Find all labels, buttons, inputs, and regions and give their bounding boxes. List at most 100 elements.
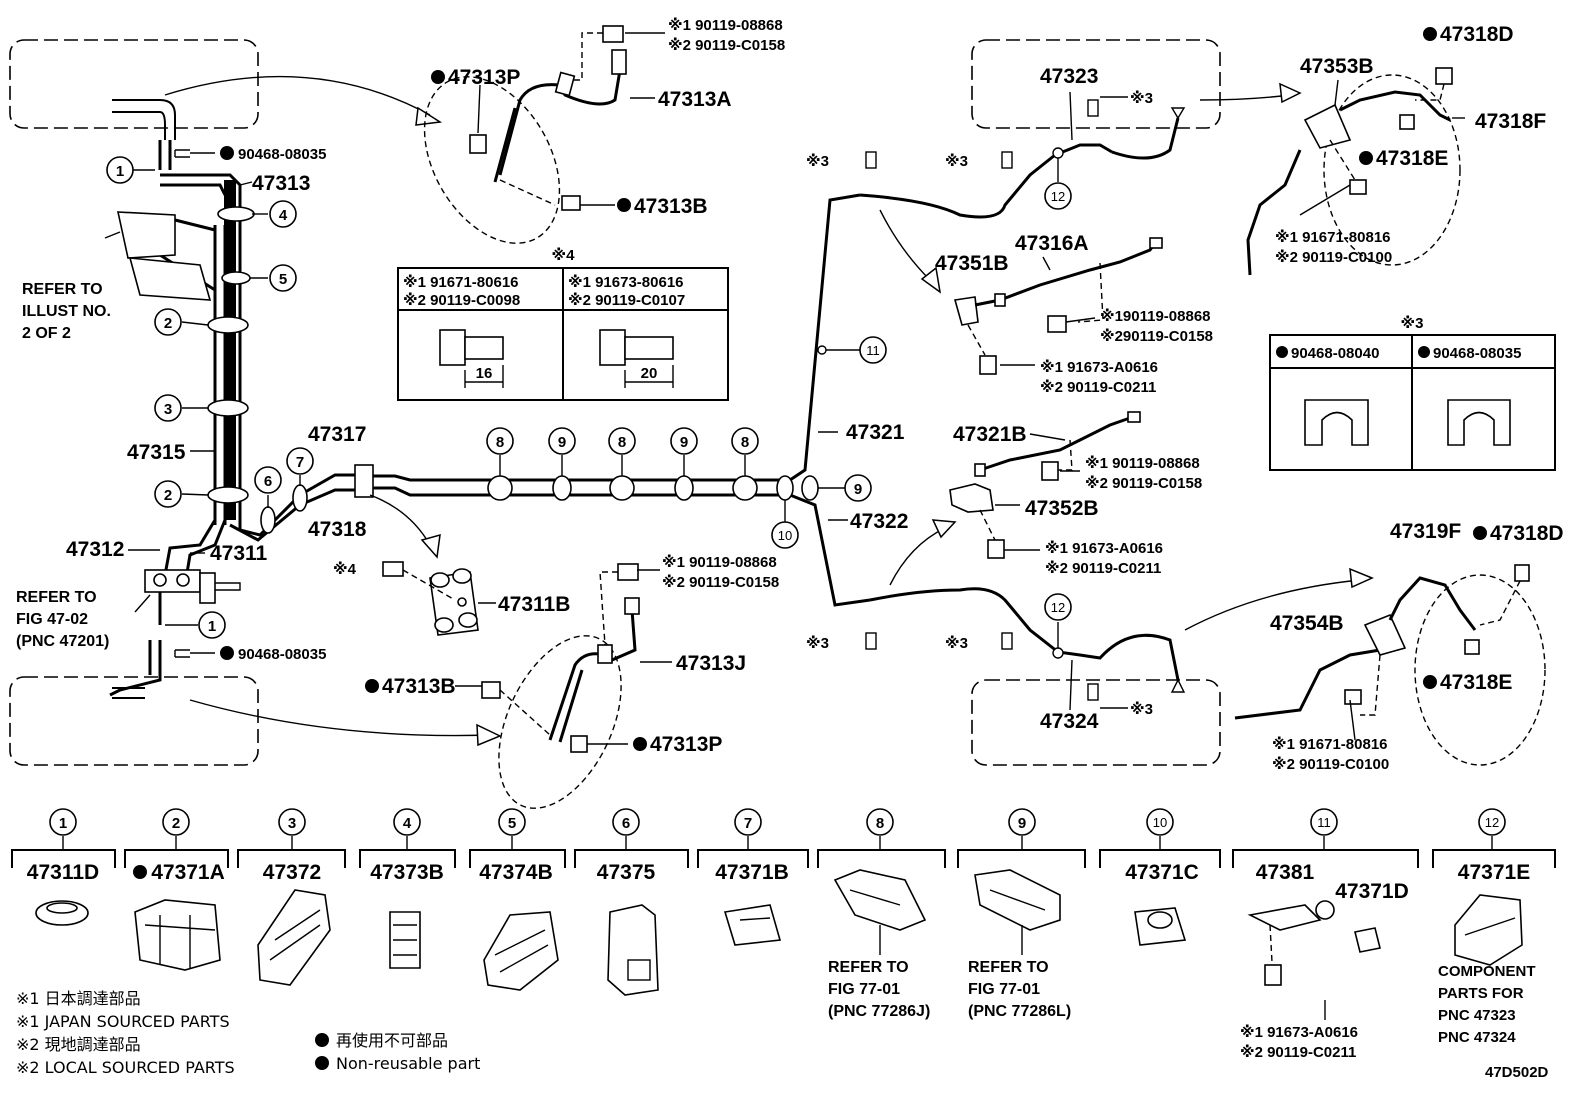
label-47321B: 47321B — [953, 423, 1027, 446]
table-x4-dim1: 16 — [476, 365, 493, 382]
note-top-bolt-1: ※1 90119-08868 — [668, 16, 783, 34]
note-tr-2: ※2 90119-C0100 — [1275, 248, 1392, 266]
front-caliper-detail-ring — [423, 76, 561, 244]
label-90468-top: 90468-08035 — [238, 146, 326, 163]
label-47313A: 47313A — [658, 88, 732, 111]
table-x4-c2r1: ※1 91673-80616 — [568, 273, 684, 291]
label-47351B: 47351B — [935, 252, 1009, 275]
rear-right-caliper-ring — [1414, 574, 1546, 766]
label-47311: 47311 — [210, 542, 268, 565]
note-47381-2: ※2 90119-C0211 — [1240, 1043, 1356, 1061]
front-right-caliper-ring — [1323, 74, 1461, 266]
front-left-wheel-frame — [9, 39, 259, 129]
bracket-47352B — [949, 483, 994, 513]
table-x4-title: ※4 — [552, 246, 576, 264]
svg-text:6: 6 — [264, 473, 272, 490]
clip-9-refer-2: FIG 77-01 — [968, 981, 1040, 998]
svg-text:12: 12 — [1485, 815, 1499, 830]
svg-text:10: 10 — [778, 528, 792, 543]
clip-row — [11, 836, 1556, 1020]
clip-7-label: 47371B — [715, 861, 789, 884]
clip-11-label: 47381 — [1256, 861, 1315, 884]
legend-1: ※1 日本調達部品 — [16, 989, 141, 1008]
bolt-47313B-bot — [481, 681, 501, 699]
rear-left-wheel-frame — [9, 676, 259, 766]
table-x4-dim2: 20 — [641, 365, 658, 382]
svg-text:1: 1 — [116, 163, 124, 180]
svg-text:3: 3 — [164, 401, 172, 418]
label-47318D-bot: 47318D — [1490, 522, 1564, 545]
component-note-4: PNC 47324 — [1438, 1029, 1516, 1046]
clip-90468-bot — [174, 649, 190, 658]
tube-47323 — [859, 143, 1113, 219]
svg-text:7: 7 — [296, 454, 304, 471]
svg-text:5: 5 — [279, 271, 287, 288]
bracket-47351B — [953, 296, 979, 326]
svg-text:1: 1 — [59, 815, 67, 832]
svg-text:6: 6 — [622, 815, 630, 832]
label-47311B: 47311B — [498, 593, 570, 616]
rear-right-wheel-frame — [971, 679, 1221, 766]
clip-8-icon — [833, 869, 927, 931]
label-47313: 47313 — [252, 172, 310, 195]
note-refer-fig-2: FIG 47-02 — [16, 611, 88, 628]
legend-nonreuse-en: Non-reusable part — [336, 1054, 480, 1073]
clip-9-refer-3: (PNC 77286L) — [968, 1003, 1071, 1020]
table-x4-c1r2: ※2 90119-C0098 — [403, 291, 520, 309]
clip-47313P-bot — [570, 735, 588, 753]
clip-47371D-icon — [1354, 927, 1381, 953]
clip-2a — [207, 316, 249, 334]
table-x3-c1: 90468-08040 — [1291, 345, 1379, 362]
note-refer-illust-1: REFER TO — [22, 281, 103, 298]
clip-8a — [487, 475, 513, 501]
bolt-icon-16 — [439, 329, 466, 366]
svg-text:3: 3 — [288, 815, 296, 832]
clip-8-refer-2: FIG 77-01 — [828, 981, 900, 998]
note-mid-bolt-2: ※2 90119-C0158 — [662, 573, 779, 591]
note-x3-e: ※3 — [1130, 89, 1153, 107]
label-47324: 47324 — [1040, 710, 1099, 733]
svg-text:5: 5 — [508, 815, 516, 832]
note-x3-d: ※3 — [945, 634, 968, 652]
label-90468-bot: 90468-08035 — [238, 646, 326, 663]
clip-10-label: 47371C — [1125, 861, 1199, 884]
svg-text:1: 1 — [208, 618, 216, 635]
svg-text:9: 9 — [854, 481, 862, 498]
clip-8-refer-3: (PNC 77286J) — [828, 1003, 930, 1020]
tube-47321 — [789, 193, 861, 482]
clip-x3-a — [865, 151, 877, 169]
svg-text:9: 9 — [558, 434, 566, 451]
clip-47375-icon — [607, 904, 659, 996]
svg-text:7: 7 — [744, 815, 752, 832]
clip-47318E-bot — [1464, 639, 1480, 655]
label-47323: 47323 — [1040, 65, 1098, 88]
tube-47324 — [869, 587, 1180, 681]
clip-icon-08035 — [1447, 399, 1511, 446]
svg-text:8: 8 — [618, 434, 626, 451]
svg-text:4: 4 — [403, 815, 412, 832]
label-47318D-top: 47318D — [1440, 23, 1514, 46]
note-refer-fig-3: (PNC 47201) — [16, 633, 109, 650]
bolt-47313B-top — [561, 195, 581, 211]
note-x3-f: ※3 — [1130, 700, 1153, 718]
tube-main-lower — [373, 486, 790, 497]
rear-caliper-detail-ring — [498, 635, 622, 809]
svg-text:8: 8 — [496, 434, 504, 451]
note-351s-1: ※1 91673-A0616 — [1040, 358, 1158, 376]
clip-6 — [260, 506, 276, 534]
note-x3-b: ※3 — [945, 152, 968, 170]
junction-block — [144, 569, 201, 593]
note-351-1: ※190119-08868 — [1100, 307, 1211, 325]
bracket-47381-icon — [1247, 904, 1322, 931]
clip-4-label: 47373B — [370, 861, 444, 884]
note-x3-c: ※3 — [806, 634, 829, 652]
tube-47322 — [789, 493, 871, 607]
hose-47318F — [1339, 90, 1451, 122]
clip-47371B-icon — [723, 904, 782, 946]
legend-nonreuse-jp: 再使用不可部品 — [336, 1031, 448, 1050]
clip-x3-c — [865, 632, 877, 650]
nonreuse-dot-icon — [315, 1033, 329, 1047]
note-mid-bolt-1: ※1 90119-08868 — [662, 553, 777, 571]
clip-1-label: 47311D — [27, 861, 99, 884]
